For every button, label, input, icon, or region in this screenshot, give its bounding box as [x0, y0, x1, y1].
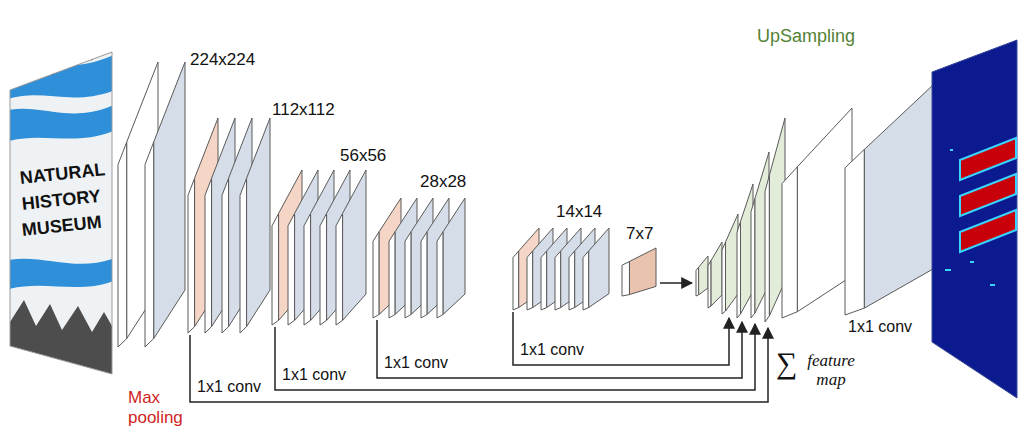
layer-plate: [583, 228, 609, 310]
conv-label: 1x1 conv: [282, 366, 346, 384]
photo-ground: [0, 40, 120, 380]
pool-plate: [622, 248, 656, 296]
photo-silhouette: [10, 300, 112, 380]
photo-stripe: [0, 52, 120, 102]
stage-label: UpSampling: [757, 26, 855, 47]
skip-line: [513, 312, 729, 365]
heatmap-speck: [945, 150, 995, 285]
pooling-note: Max pooling: [128, 388, 190, 427]
sum-symbol: ∑: [776, 346, 797, 381]
size-label: 56x56: [340, 146, 386, 166]
conv-label: 1x1 conv: [197, 378, 261, 396]
heatmap-hot: [960, 138, 1016, 180]
size-label: 28x28: [420, 172, 466, 192]
layer-plate: [437, 198, 465, 318]
layer-plate: [240, 118, 270, 333]
upsample-plate: [696, 256, 708, 296]
conv-label: 1x1 conv: [520, 341, 584, 359]
output-heatmap: [932, 40, 1017, 398]
sum-note: feature map: [800, 352, 862, 389]
feature-sum-block: [782, 108, 852, 318]
photo-stripe: [0, 256, 120, 292]
conv-label: 1x1 conv: [384, 354, 448, 372]
input-photo: [0, 40, 120, 380]
photo-frame: [10, 52, 112, 374]
size-label: 224x224: [190, 50, 255, 70]
skip-line: [377, 320, 742, 378]
upsample-plate: [708, 242, 722, 308]
layer-plate: [336, 170, 366, 325]
flow-arrow: [660, 282, 692, 284]
skip-line: [275, 324, 755, 390]
conv-plate: [845, 85, 933, 315]
size-label: 14x14: [556, 202, 602, 222]
size-label: 112x112: [272, 100, 335, 120]
heatmap-hot: [960, 174, 1016, 216]
upsample-plate: [722, 214, 738, 314]
heatmap-hot: [960, 210, 1016, 252]
conv-label: 1x1 conv: [848, 318, 912, 336]
photo-bird: [44, 55, 92, 74]
photo-stripe: [0, 102, 120, 144]
layer-plate: [145, 62, 185, 347]
heatmap-ground: [932, 40, 1017, 398]
size-label: 7x7: [626, 224, 653, 244]
